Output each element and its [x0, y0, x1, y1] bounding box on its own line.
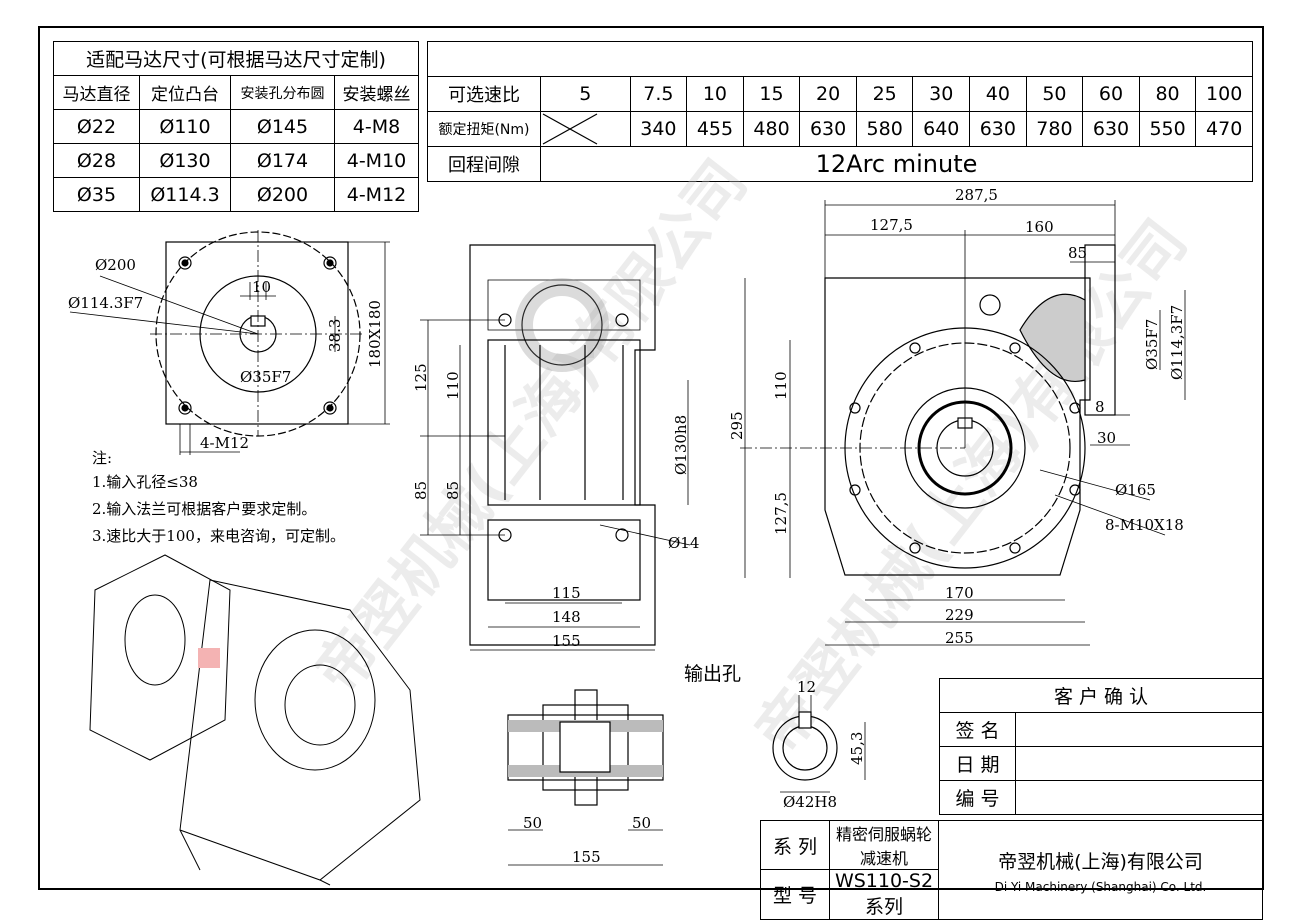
ratio-cell: 25: [855, 76, 914, 112]
sign-field[interactable]: [1015, 712, 1263, 747]
series-label: 系 列: [760, 820, 830, 870]
ratio-cell: 5: [540, 76, 631, 112]
sign-label: 签 名: [939, 712, 1016, 747]
table-cell: 4-M8: [334, 109, 419, 144]
dim-d160: 160: [1025, 218, 1054, 236]
torque-cell: 480: [742, 111, 801, 147]
table-cell: 4-M10: [334, 143, 419, 178]
dim-d35f7: Ø35F7: [1143, 319, 1161, 370]
dim-d130: Ø130h8: [672, 415, 690, 475]
dim-d35: Ø35F7: [240, 368, 291, 386]
company-cn: 帝翌机械(上海)有限公司: [998, 850, 1203, 873]
front-view: [740, 200, 1186, 646]
dim-d453: 45,3: [848, 732, 866, 765]
dim-d12: 12: [797, 678, 816, 696]
date-label: 日 期: [939, 746, 1016, 781]
isometric-view: [89, 554, 421, 886]
customer-confirm-table: 客 户 确 认 签 名 日 期 编 号: [939, 678, 1263, 815]
note-1: 1.输入孔径≤38: [92, 473, 198, 491]
date-field[interactable]: [1015, 746, 1263, 781]
table-cell: Ø145: [230, 109, 335, 144]
header-bolt-circle: 安装孔分布圆: [230, 75, 335, 110]
notes-title: 注:: [92, 449, 113, 467]
table-cell: Ø35: [53, 177, 140, 212]
table-cell: Ø130: [139, 143, 231, 178]
dim-d85: 85: [1068, 244, 1087, 262]
input-flange-view: [69, 230, 390, 455]
table-cell: 4-M12: [334, 177, 419, 212]
torque-cell: 550: [1138, 111, 1197, 147]
dim-d85b: 85: [444, 481, 462, 500]
ratio-cell: 40: [969, 76, 1027, 112]
dim-d115: 115: [552, 584, 581, 602]
dim-d1143f7: Ø114,3F7: [1168, 305, 1186, 380]
note-3: 3.速比大于100，来电咨询，可定制。: [92, 527, 345, 545]
dim-d50a: 50: [523, 814, 542, 832]
dim-d8: 8: [1095, 398, 1105, 416]
dim-d155: 155: [552, 632, 581, 650]
side-view: [420, 244, 691, 651]
dim-d148: 148: [552, 608, 581, 626]
table-cell: Ø28: [53, 143, 140, 178]
dim-d200: Ø200: [95, 256, 136, 274]
dim-d50b: 50: [632, 814, 651, 832]
series-model-table: 系 列 精密伺服蜗轮减速机 帝翌机械(上海)有限公司 Di Yi Machine…: [760, 820, 1263, 920]
torque-cell: 640: [912, 111, 971, 147]
dim-d383: 38.3: [326, 319, 344, 352]
dim-d229: 229: [945, 606, 974, 624]
backlash-value: 12Arc minute: [540, 146, 1253, 182]
torque-cell: 630: [969, 111, 1027, 147]
dim-d30: 30: [1097, 429, 1116, 447]
model-value: WS110-S2系列: [829, 869, 939, 920]
backlash-label: 回程间隙: [427, 146, 541, 182]
confirm-title: 客 户 确 认: [939, 678, 1263, 713]
ratio-cell: 30: [912, 76, 971, 112]
ratio-cell: 10: [686, 76, 744, 112]
dim-d10: 10: [252, 278, 271, 296]
dim-d42: Ø42H8: [783, 793, 837, 811]
number-field[interactable]: [1015, 780, 1263, 815]
dim-d255: 255: [945, 629, 974, 647]
company-en: Di Yi Machinery (Shanghai) Co. Ltd.: [994, 879, 1207, 894]
dim-square: 180X180: [366, 300, 384, 368]
ratio-cell: 7.5: [629, 76, 688, 112]
crossed-cell: [540, 111, 631, 147]
table-cell: Ø22: [53, 109, 140, 144]
dim-d110-right: 110: [772, 371, 790, 400]
dim-d1143: Ø114.3F7: [68, 294, 143, 312]
series-value: 精密伺服蜗轮减速机: [829, 820, 939, 870]
cross-icon: [542, 113, 598, 145]
table-cell: Ø200: [230, 177, 335, 212]
torque-cell: 470: [1195, 111, 1253, 147]
dim-m10: 8-M10X18: [1105, 516, 1184, 534]
motor-size-table: 适配马达尺寸(可根据马达尺寸定制) 马达直径 定位凸台 安装孔分布圆 安装螺丝 …: [53, 41, 419, 212]
dim-d14: Ø14: [668, 534, 699, 552]
dim-d1275b: 127,5: [772, 492, 790, 535]
dim-d155-output: 155: [572, 848, 601, 866]
dim-d110: 110: [444, 371, 462, 400]
number-label: 编 号: [939, 780, 1016, 815]
dim-d85a: 85: [412, 481, 430, 500]
dim-d2875: 287,5: [955, 186, 998, 204]
dim-m12: 4-M12: [200, 434, 249, 452]
output-hole-section: [507, 689, 866, 866]
dim-d125: 125: [412, 363, 430, 392]
note-2: 2.输入法兰可根据客户要求定制。: [92, 500, 317, 518]
dim-d165: Ø165: [1115, 481, 1156, 499]
ratio-cell: 100: [1195, 76, 1253, 112]
torque-cell: 580: [855, 111, 914, 147]
header-motor-diameter: 马达直径: [53, 75, 140, 110]
output-hole-label: 输出孔: [684, 663, 741, 685]
drawing-frame: [38, 26, 1264, 890]
dim-d295: 295: [728, 411, 746, 440]
table-cell: Ø114.3: [139, 177, 231, 212]
dim-d1275: 127,5: [870, 216, 913, 234]
model-label: 型 号: [760, 869, 830, 920]
dim-d170: 170: [945, 584, 974, 602]
ratio-cell: 50: [1025, 76, 1084, 112]
ratio-torque-table: 可选速比 5 7.5 10 15 20 25 30 40 50 60 80 10…: [427, 41, 1253, 182]
